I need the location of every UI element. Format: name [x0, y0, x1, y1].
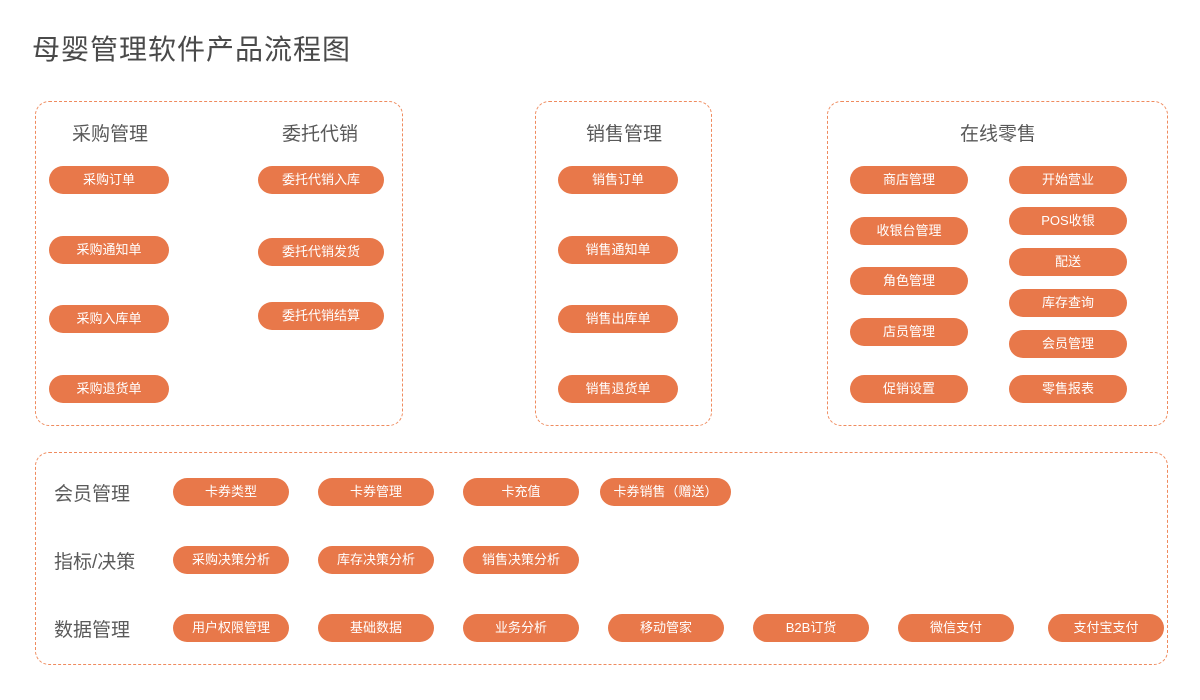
pill-consignment-shipment[interactable]: 委托代销发货: [258, 238, 384, 266]
pill-basic-data[interactable]: 基础数据: [318, 614, 434, 642]
panel-platform: [35, 452, 1168, 665]
pill-sales-notice[interactable]: 销售通知单: [558, 236, 678, 264]
pill-inventory-decision-analysis[interactable]: 库存决策分析: [318, 546, 434, 574]
panel-heading-procurement: 采购管理: [71, 124, 148, 145]
pill-consignment-inbound[interactable]: 委托代销入库: [258, 166, 384, 194]
pill-sales-order[interactable]: 销售订单: [558, 166, 678, 194]
pill-purchase-inbound[interactable]: 采购入库单: [49, 305, 169, 333]
panel-procurement: [35, 101, 403, 426]
pill-delivery[interactable]: 配送: [1009, 248, 1127, 276]
pill-promotion-settings[interactable]: 促销设置: [850, 375, 968, 403]
panel-heading-sales: 销售管理: [585, 124, 662, 145]
pill-card-type[interactable]: 卡券类型: [173, 478, 289, 506]
pill-inventory-query[interactable]: 库存查询: [1009, 289, 1127, 317]
pill-cashier-management[interactable]: 收银台管理: [850, 217, 968, 245]
pill-staff-management[interactable]: 店员管理: [850, 318, 968, 346]
pill-pos-checkout[interactable]: POS收银: [1009, 207, 1127, 235]
pill-open-business[interactable]: 开始营业: [1009, 166, 1127, 194]
pill-purchase-return[interactable]: 采购退货单: [49, 375, 169, 403]
panel-heading-consignment: 委托代销: [281, 124, 358, 145]
pill-card-sales-gift[interactable]: 卡券销售（赠送）: [600, 478, 731, 506]
pill-card-management[interactable]: 卡券管理: [318, 478, 434, 506]
pill-card-recharge[interactable]: 卡充值: [463, 478, 579, 506]
panel-heading-retail: 在线零售: [959, 124, 1036, 145]
pill-mobile-steward[interactable]: 移动管家: [608, 614, 724, 642]
row-label-member-management: 会员管理: [54, 484, 131, 505]
pill-sales-decision-analysis[interactable]: 销售决策分析: [463, 546, 579, 574]
pill-purchase-notice[interactable]: 采购通知单: [49, 236, 169, 264]
pill-b2b-ordering[interactable]: B2B订货: [753, 614, 869, 642]
pill-purchase-decision-analysis[interactable]: 采购决策分析: [173, 546, 289, 574]
pill-purchase-order[interactable]: 采购订单: [49, 166, 169, 194]
panel-sales: [535, 101, 712, 426]
pill-role-management[interactable]: 角色管理: [850, 267, 968, 295]
pill-sales-outbound[interactable]: 销售出库单: [558, 305, 678, 333]
pill-business-analysis[interactable]: 业务分析: [463, 614, 579, 642]
pill-consignment-settlement[interactable]: 委托代销结算: [258, 302, 384, 330]
pill-user-permission-management[interactable]: 用户权限管理: [173, 614, 289, 642]
panel-retail: [827, 101, 1168, 426]
pill-member-management-retail[interactable]: 会员管理: [1009, 330, 1127, 358]
pill-wechat-pay[interactable]: 微信支付: [898, 614, 1014, 642]
pill-store-management[interactable]: 商店管理: [850, 166, 968, 194]
row-label-data-management: 数据管理: [54, 620, 131, 641]
pill-alipay-pay[interactable]: 支付宝支付: [1048, 614, 1164, 642]
pill-retail-report[interactable]: 零售报表: [1009, 375, 1127, 403]
pill-sales-return[interactable]: 销售退货单: [558, 375, 678, 403]
page-title: 母婴管理软件产品流程图: [32, 34, 352, 65]
row-label-metrics-decision: 指标/决策: [54, 552, 136, 573]
